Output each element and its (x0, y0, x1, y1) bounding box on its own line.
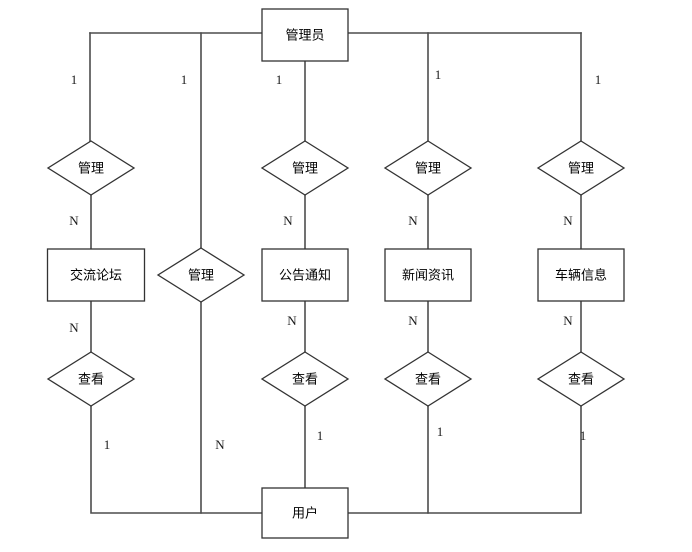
cardinality-label-card-vehicle-user-1: 1 (580, 428, 587, 443)
relationship-diamond (260, 140, 350, 196)
entity-forum[interactable]: 交流论坛 (46, 248, 146, 302)
relationship-view-vehicle[interactable]: 查看 (536, 351, 626, 407)
entity-user[interactable]: 用户 (261, 487, 349, 539)
cardinality-label-card-view-user-1: 1 (104, 437, 111, 452)
relationship-diamond (156, 247, 246, 303)
cardinality-label-card-news-user-1: 1 (437, 424, 444, 439)
relationship-diamond (536, 140, 626, 196)
relationship-label: 查看 (568, 371, 594, 386)
relationship-manage-notice[interactable]: 管理 (260, 140, 350, 196)
cardinality-label-card-admin-notice: 1 (276, 72, 283, 87)
cardinality-label-card-vehicle-view-n: N (563, 313, 573, 328)
entity-label: 管理员 (285, 27, 324, 42)
cardinality-label-card-admin-news: 1 (435, 67, 442, 82)
cardinality-label-card-forum-n: N (69, 213, 79, 228)
relationship-label: 管理 (415, 160, 441, 175)
relationship-diamond (260, 351, 350, 407)
relationship-manage-news[interactable]: 管理 (383, 140, 473, 196)
cardinality-label-card-admin-forum: 1 (71, 72, 78, 87)
entity-label: 车辆信息 (555, 267, 607, 282)
relationship-diamond (46, 351, 136, 407)
entity-label: 用户 (292, 505, 318, 520)
cardinality-label-card-forum-view-n: N (69, 320, 79, 335)
entity-box (537, 248, 625, 302)
entity-box (261, 248, 349, 302)
entity-box (261, 487, 349, 539)
relationship-diamond (383, 351, 473, 407)
relationship-diamond (536, 351, 626, 407)
cardinality-label-card-news-n: N (408, 213, 418, 228)
relationship-label: 查看 (292, 371, 318, 386)
relationship-diamond (46, 140, 136, 196)
relationship-manage-forum[interactable]: 管理 (46, 140, 136, 196)
entity-label: 新闻资讯 (402, 267, 454, 282)
shape-layer: 管理员交流论坛公告通知新闻资讯车辆信息用户管理管理管理管理管理查看查看查看查看 (46, 8, 626, 539)
connector-drop-viewnews-user (347, 405, 429, 514)
relationship-label: 管理 (78, 160, 104, 175)
entity-box (46, 248, 146, 302)
connector-drop-viewveh-user (427, 405, 582, 514)
relationship-label: 查看 (78, 371, 104, 386)
entity-box (384, 248, 472, 302)
cardinality-label-card-manage-user-n: N (215, 437, 225, 452)
entity-news[interactable]: 新闻资讯 (384, 248, 472, 302)
relationship-label: 管理 (292, 160, 318, 175)
relationship-manage-user[interactable]: 管理 (156, 247, 246, 303)
relationship-label: 查看 (415, 371, 441, 386)
entity-label: 公告通知 (279, 267, 331, 282)
relationship-manage-vehicle[interactable]: 管理 (536, 140, 626, 196)
cardinality-label-card-vehicle-n: N (563, 213, 573, 228)
entity-vehicle[interactable]: 车辆信息 (537, 248, 625, 302)
entity-notice[interactable]: 公告通知 (261, 248, 349, 302)
connector-drop-viewforum-user (90, 405, 263, 514)
cardinality-label-card-admin-user: 1 (181, 72, 188, 87)
cardinality-label-card-notice-user-1: 1 (317, 428, 324, 443)
relationship-diamond (383, 140, 473, 196)
relationship-view-notice[interactable]: 查看 (260, 351, 350, 407)
cardinality-label-card-notice-view-n: N (287, 313, 297, 328)
entity-admin[interactable]: 管理员 (261, 8, 349, 62)
cardinality-label-card-news-view-n: N (408, 313, 418, 328)
entity-box (261, 8, 349, 62)
connector-layer (89, 32, 582, 514)
relationship-view-forum[interactable]: 查看 (46, 351, 136, 407)
entity-label: 交流论坛 (70, 267, 122, 282)
relationship-view-news[interactable]: 查看 (383, 351, 473, 407)
relationship-label: 管理 (188, 267, 214, 282)
cardinality-label-card-notice-n: N (283, 213, 293, 228)
cardinality-label-card-admin-vehicle: 1 (595, 72, 602, 87)
relationship-label: 管理 (568, 160, 594, 175)
